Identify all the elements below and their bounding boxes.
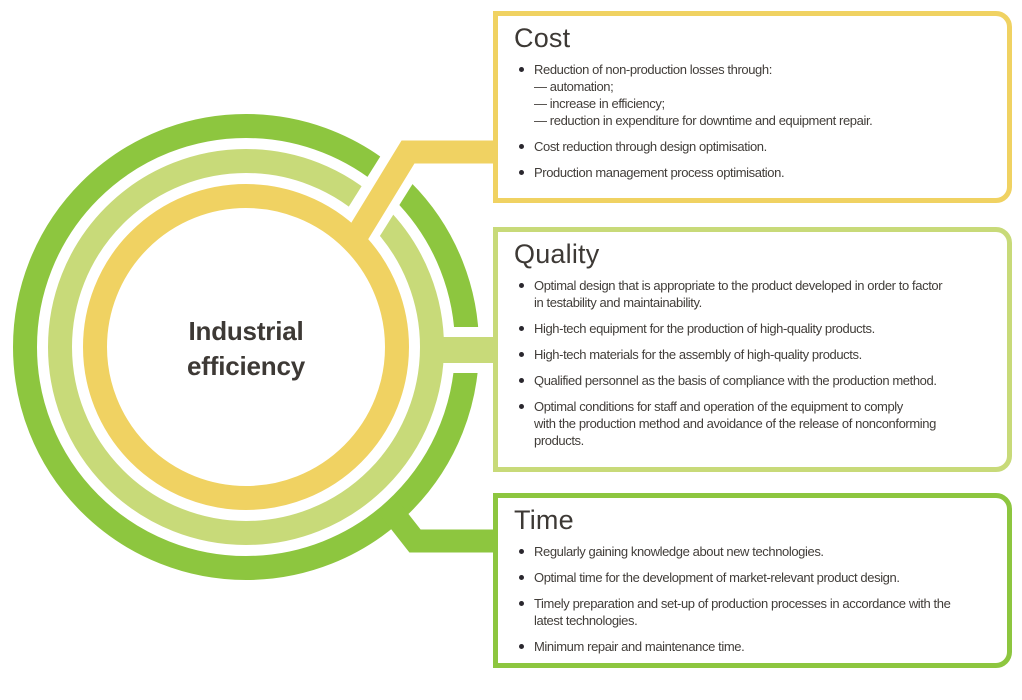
bullet-item: High-tech equipment for the production o… [519,320,1001,337]
center-title: Industrial efficiency [116,314,376,384]
bullet-text: Regularly gaining knowledge about new te… [534,544,824,559]
bullet-text: High-tech equipment for the production o… [534,321,875,336]
bullet-dot [519,144,524,149]
connector-cost [343,140,497,248]
bullet-text: Optimal conditions for staff and operati… [534,399,936,448]
bullet-item: Optimal design that is appropriate to th… [519,277,1001,311]
bullet-text: Optimal design that is appropriate to th… [534,278,943,310]
bullet-item: Production management process optimisati… [519,164,1001,181]
bullet-dot [519,378,524,383]
time-box-list: Regularly gaining knowledge about new te… [512,543,1001,655]
bullet-text: Optimal time for the development of mark… [534,570,900,585]
bullet-dot [519,549,524,554]
center-title-line1: Industrial [188,316,304,346]
quality-box: Quality Optimal design that is appropria… [493,227,1012,472]
bullet-text: Minimum repair and maintenance time. [534,639,745,654]
bullet-item: Minimum repair and maintenance time. [519,638,1001,655]
cost-box-title: Cost [514,23,571,53]
bullet-item: Optimal time for the development of mark… [519,569,1001,586]
connector-time [376,496,497,553]
bullet-item: High-tech materials for the assembly of … [519,346,1001,363]
bullet-item: Optimal conditions for staff and operati… [519,398,1001,449]
bullet-text: Reduction of non-production losses throu… [534,62,873,128]
cost-box: Cost Reduction of non-production losses … [493,11,1012,203]
cost-box-list: Reduction of non-production losses throu… [512,61,1001,181]
quality-box-title: Quality [514,239,600,269]
bullet-dot [519,404,524,409]
bullet-dot [519,644,524,649]
bullet-dot [519,575,524,580]
time-box-title: Time [514,505,574,535]
bullet-dot [519,283,524,288]
bullet-dot [519,326,524,331]
bullet-item: Regularly gaining knowledge about new te… [519,543,1001,560]
bullet-dot [519,601,524,606]
bullet-text: Production management process optimisati… [534,165,785,180]
center-title-line2: efficiency [187,351,305,381]
bullet-text: Cost reduction through design optimisati… [534,139,767,154]
bullet-text: High-tech materials for the assembly of … [534,347,862,362]
bullet-item: Reduction of non-production losses throu… [519,61,1001,129]
bullet-dot [519,67,524,72]
bullet-dot [519,352,524,357]
bullet-text: Timely preparation and set-up of product… [534,596,951,628]
bullet-text: Qualified personnel as the basis of comp… [534,373,937,388]
bullet-item: Qualified personnel as the basis of comp… [519,372,1001,389]
time-box: Time Regularly gaining knowledge about n… [493,493,1012,668]
bullet-item: Cost reduction through design optimisati… [519,138,1001,155]
bullet-item: Timely preparation and set-up of product… [519,595,1001,629]
bullet-dot [519,170,524,175]
quality-box-list: Optimal design that is appropriate to th… [512,277,1001,449]
ring-inner [83,184,409,510]
